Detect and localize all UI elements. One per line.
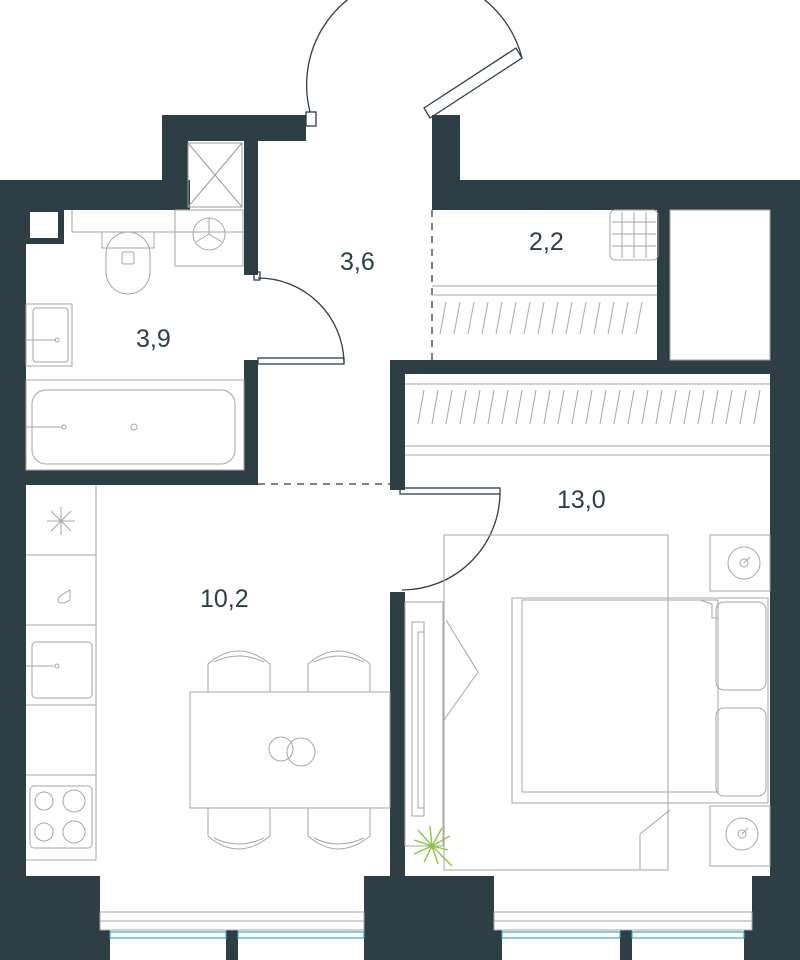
walls <box>0 115 800 960</box>
hanger-line <box>627 389 635 425</box>
hanger-line <box>459 389 467 425</box>
hanger-line <box>635 301 643 335</box>
hanger-line <box>467 301 475 335</box>
hanger-line <box>725 389 733 425</box>
area-label-bathroom: 3,9 <box>136 325 171 353</box>
windows <box>99 911 753 939</box>
hanger-line <box>669 389 677 425</box>
hanger-line <box>557 389 565 425</box>
hanger-line <box>439 301 447 335</box>
hanger-line <box>655 389 663 425</box>
hanger-line <box>501 389 509 425</box>
hanger-line <box>697 389 705 425</box>
hanger-line <box>473 389 481 425</box>
hanger-line <box>753 389 761 425</box>
kitchen-fixtures <box>26 485 391 861</box>
hanger-line <box>613 389 621 425</box>
hanger-line <box>431 389 439 425</box>
hanger-line <box>711 389 719 425</box>
hanger-line <box>641 389 649 425</box>
water-drop-icon <box>57 589 71 604</box>
hanger-line <box>585 389 593 425</box>
hanger-line <box>417 389 425 425</box>
hanger-line <box>515 389 523 425</box>
bedroom-fixtures <box>404 383 771 871</box>
hanger-line <box>739 389 747 425</box>
bathroom-fixtures <box>24 142 245 471</box>
hanger-line <box>523 301 531 335</box>
hanger-line <box>495 301 503 335</box>
area-labels: 3,9 3,6 2,2 13,0 10,2 <box>136 228 606 613</box>
hanger-line <box>599 389 607 425</box>
storage-fixtures <box>432 209 771 361</box>
hanger-line <box>565 301 573 335</box>
hanger-line <box>621 301 629 335</box>
plant-icon <box>413 825 453 867</box>
hanger-line <box>481 301 489 335</box>
hanger-line <box>445 389 453 425</box>
hanger-line <box>683 389 691 425</box>
area-label-storage: 2,2 <box>529 228 564 256</box>
hanger-line <box>509 301 517 335</box>
hanger-line <box>537 301 545 335</box>
doors <box>253 0 523 591</box>
hanger-line <box>579 301 587 335</box>
hanger-line <box>607 301 615 335</box>
hanger-line <box>593 301 601 335</box>
hanger-line <box>487 389 495 425</box>
area-label-bedroom: 13,0 <box>557 486 606 514</box>
hanger-line <box>551 301 559 335</box>
hanger-line <box>571 389 579 425</box>
area-label-hallway: 3,6 <box>340 248 375 276</box>
snowflake-icon <box>47 507 75 535</box>
area-label-kitchen: 10,2 <box>200 585 249 613</box>
hanger-line <box>543 389 551 425</box>
hanger-line <box>529 389 537 425</box>
hanger-line <box>453 301 461 335</box>
